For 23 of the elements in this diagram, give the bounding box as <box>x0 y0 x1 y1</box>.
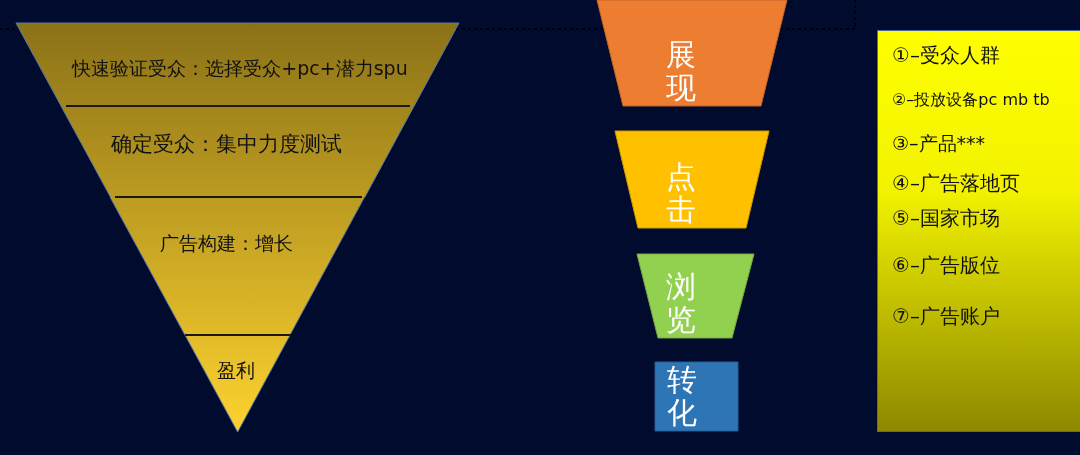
list-panel <box>877 30 1080 432</box>
funnel-band <box>185 335 291 432</box>
stage-label: 展现 <box>666 38 696 104</box>
list-item: ②–投放设备pc mb tb <box>892 90 1050 110</box>
list-item: ⑦–广告账户 <box>892 304 1000 328</box>
list-item: ⑤–国家市场 <box>892 206 1000 230</box>
stage-label: 点击 <box>666 160 696 226</box>
list-item: ④–广告落地页 <box>892 171 1020 195</box>
funnel-stage <box>615 131 769 228</box>
funnel-stage <box>655 362 738 431</box>
band-label: 快速验证受众：选择受众+pc+潜力spu <box>72 56 408 80</box>
list-item: ①–受众人群 <box>892 43 1000 67</box>
funnel-band <box>61 106 415 197</box>
funnel-stage <box>597 0 787 106</box>
stage-label: 转化 <box>667 363 697 429</box>
funnel-stage <box>637 254 754 338</box>
band-label: 广告构建：增长 <box>160 231 294 255</box>
band-label: 盈利 <box>217 358 255 382</box>
stage-label: 浏览 <box>666 270 696 336</box>
band-label: 确定受众：集中力度测试 <box>111 132 343 158</box>
funnel-band <box>16 23 459 106</box>
list-item: ③–产品*** <box>892 131 986 155</box>
list-item: ⑥–广告版位 <box>892 253 1000 277</box>
